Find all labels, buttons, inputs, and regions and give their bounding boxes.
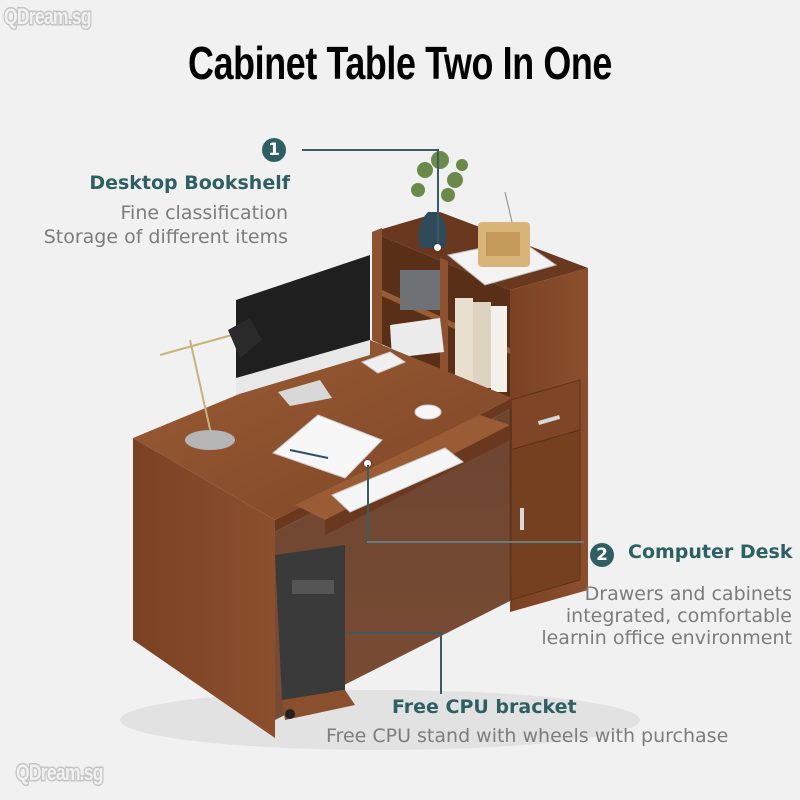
callout-1-heading: Desktop Bookshelf <box>89 172 290 194</box>
watermark-logo-top: QDream.sg <box>3 3 93 31</box>
callout-3-leader-line-v <box>440 632 442 694</box>
callout-1-anchor-dot <box>434 244 441 251</box>
callout-2-leader-line-h <box>367 541 584 543</box>
page-title: Cabinet Table Two In One <box>188 37 612 89</box>
callout-2-number-badge: 2 <box>590 543 614 567</box>
callout-2-desc-line-2: integrated, comfortable <box>565 605 792 627</box>
callout-2-anchor-dot <box>364 460 371 467</box>
callout-2-leader-line-v <box>367 465 369 541</box>
watermark-logo-bottom: QDream.sg <box>15 759 105 787</box>
callout-2-desc-line-3: learnin office environment <box>541 627 792 649</box>
cpu-tower <box>275 545 345 700</box>
callout-2-heading: Computer Desk <box>628 541 793 563</box>
callout-1-leader-line-h <box>302 149 438 151</box>
callout-1-desc-line-2: Storage of different items <box>43 226 288 248</box>
callout-1-leader-line-v <box>437 149 439 245</box>
callout-2-desc-line-1: Drawers and cabinets <box>584 583 792 605</box>
desk-left-panel <box>133 438 275 738</box>
callout-3-desc-line-1: Free CPU stand with wheels with purchase <box>326 725 729 747</box>
callout-1-number-badge: 1 <box>262 138 286 162</box>
callout-1-desc-line-1: Fine classification <box>120 202 289 224</box>
callout-3-heading: Free CPU bracket <box>392 696 577 718</box>
callout-3-leader-line-h <box>347 632 441 634</box>
